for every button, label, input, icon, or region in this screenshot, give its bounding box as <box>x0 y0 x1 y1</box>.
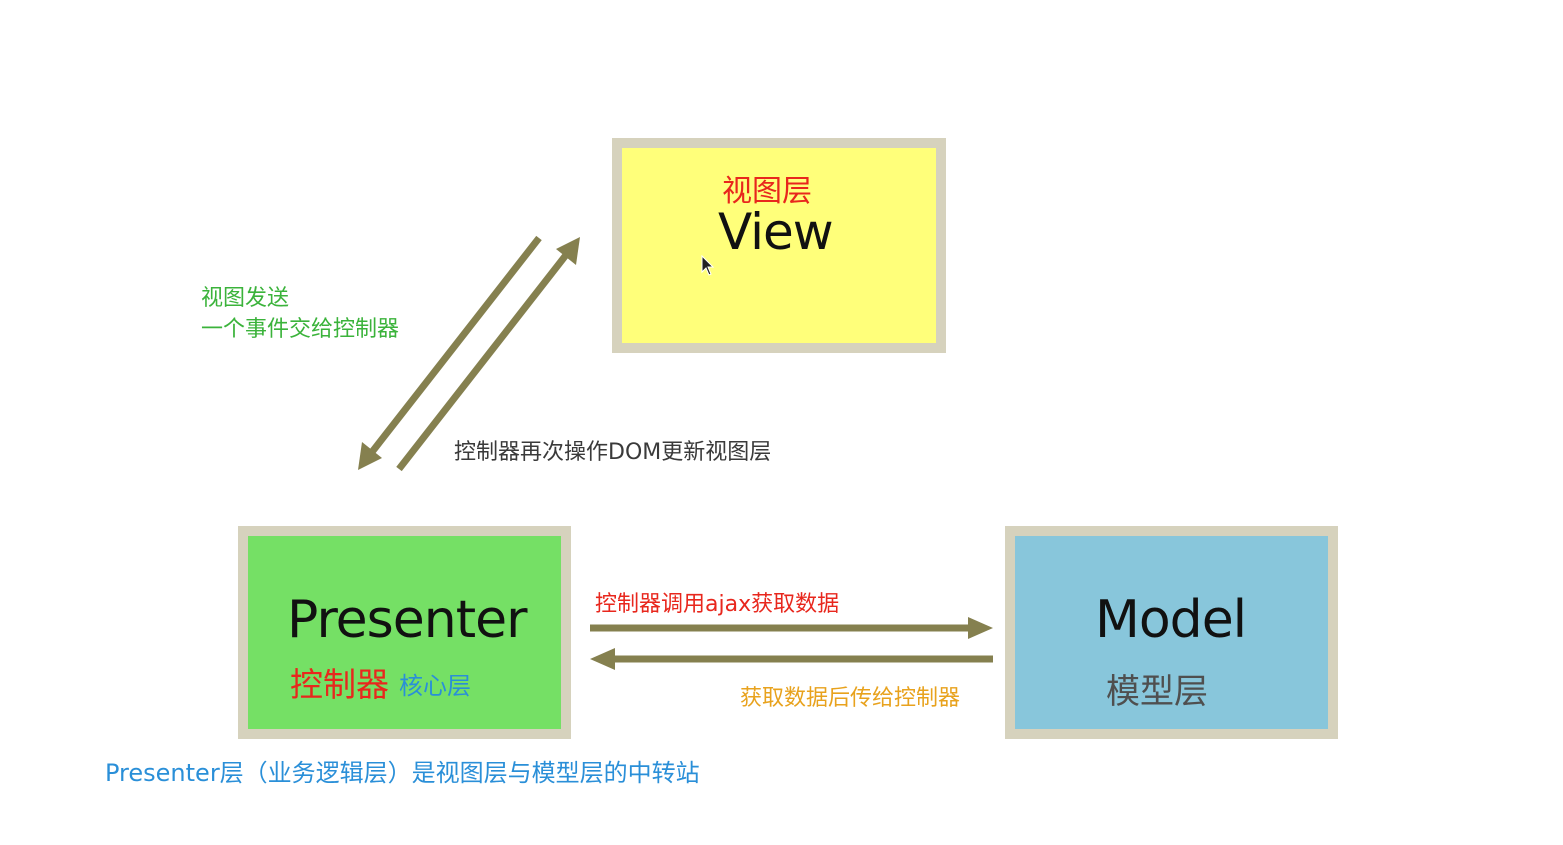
presenter-label-en: Presenter <box>287 590 527 650</box>
presenter-core-label: 核心层 <box>399 672 471 700</box>
presenter-update-view-label: 控制器再次操作DOM更新视图层 <box>454 440 772 465</box>
view-send-label-line1: 视图发送 <box>201 286 290 311</box>
view-label-cn: 视图层 <box>722 174 812 209</box>
arrow-presenter-to-view <box>396 237 580 472</box>
caption: Presenter层（业务逻辑层）是视图层与模型层的中转站 <box>105 759 700 787</box>
view-send-label-line2: 一个事件交给控制器 <box>201 317 400 342</box>
view-box <box>612 138 946 353</box>
arrow-view-to-presenter <box>358 235 542 470</box>
model-label-cn: 模型层 <box>1106 672 1208 712</box>
presenter-label-cn: 控制器 <box>290 665 389 704</box>
presenter-box <box>238 526 571 739</box>
model-box <box>1005 526 1338 739</box>
model-return-label: 获取数据后传给控制器 <box>740 686 961 711</box>
presenter-ajax-label: 控制器调用ajax获取数据 <box>595 592 840 617</box>
model-label-en: Model <box>1095 590 1247 650</box>
arrow-presenter-to-model <box>590 617 993 639</box>
arrow-model-to-presenter <box>590 648 993 670</box>
view-label-en: View <box>718 203 834 261</box>
mouse-cursor-icon <box>701 255 715 276</box>
